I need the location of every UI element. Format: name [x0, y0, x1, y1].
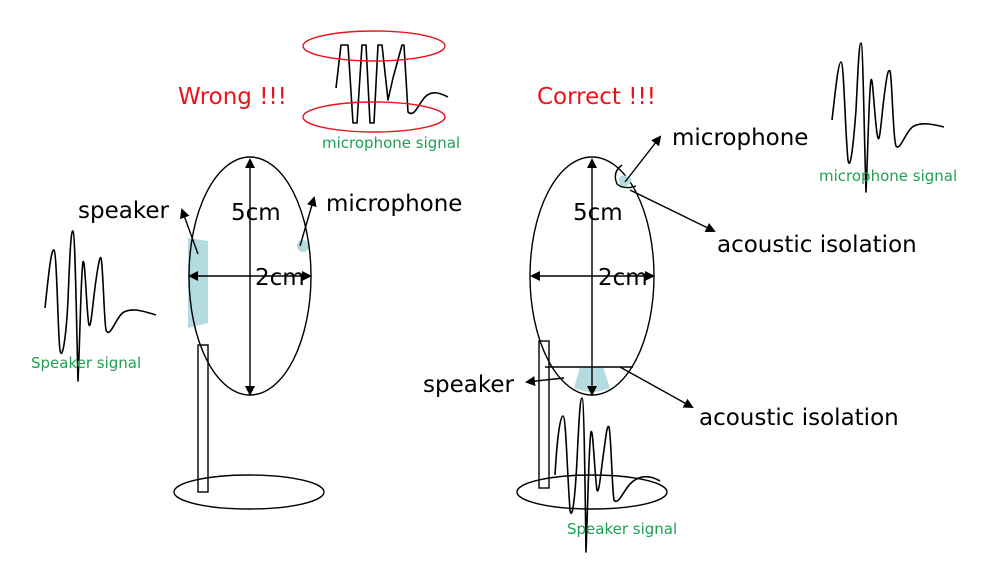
correct-speaker-label: speaker	[423, 372, 514, 398]
device-base	[173, 474, 325, 510]
clipped-waveform	[335, 44, 449, 124]
correct-title: Correct !!!	[537, 84, 656, 110]
microphone-pointer	[624, 135, 662, 183]
correct-height-label: 5cm	[573, 200, 623, 226]
device-stand	[538, 340, 550, 489]
mic-isolation-label: acoustic isolation	[717, 232, 917, 258]
wrong-speaker-signal-label: Speaker signal	[31, 354, 141, 372]
microphone-isolation-wall	[614, 164, 637, 189]
correct-microphone-signal: microphone signal	[819, 42, 957, 193]
speaker-isolation-label: acoustic isolation	[699, 405, 899, 431]
wrong-title: Wrong !!!	[178, 84, 287, 110]
clean-waveform	[831, 42, 945, 193]
correct-device: 5cm 2cm microphone acoustic isolation sp…	[423, 125, 917, 510]
speaker-pointer	[180, 208, 199, 255]
correct-microphone-signal-label: microphone signal	[819, 167, 957, 185]
speaker-isolation-pointer	[619, 366, 694, 408]
speaker-element	[188, 238, 208, 328]
device-base	[516, 474, 668, 510]
wrong-speaker-label: speaker	[78, 198, 169, 224]
wrong-width-label: 2cm	[255, 265, 305, 291]
correct-speaker-signal-label: Speaker signal	[567, 520, 677, 538]
wrong-device: 5cm 2cm speaker microphone	[78, 156, 462, 510]
speaker-waveform	[554, 397, 661, 553]
microphone-pointer	[299, 196, 317, 247]
device-stand	[197, 344, 209, 493]
correct-panel: Correct !!! microphone signal Speaker si…	[423, 42, 957, 553]
wrong-height-label: 5cm	[231, 200, 281, 226]
speaker-pointer	[525, 376, 565, 387]
wrong-panel: Wrong !!! microphone signal Speaker sign…	[31, 30, 462, 510]
correct-microphone-label: microphone	[672, 125, 808, 151]
clip-highlight-bottom	[302, 101, 446, 133]
correct-width-label: 2cm	[598, 265, 648, 291]
wrong-microphone-signal: microphone signal	[302, 30, 460, 152]
speaker-waveform	[44, 230, 157, 382]
microphone-element	[297, 240, 309, 252]
clip-highlight-top	[302, 30, 446, 62]
mic-isolation-pointer	[629, 189, 716, 232]
correct-speaker-signal: Speaker signal	[554, 397, 677, 553]
wrong-speaker-signal: Speaker signal	[31, 230, 157, 382]
wrong-microphone-label: microphone	[326, 191, 462, 217]
wrong-microphone-signal-label: microphone signal	[322, 134, 460, 152]
